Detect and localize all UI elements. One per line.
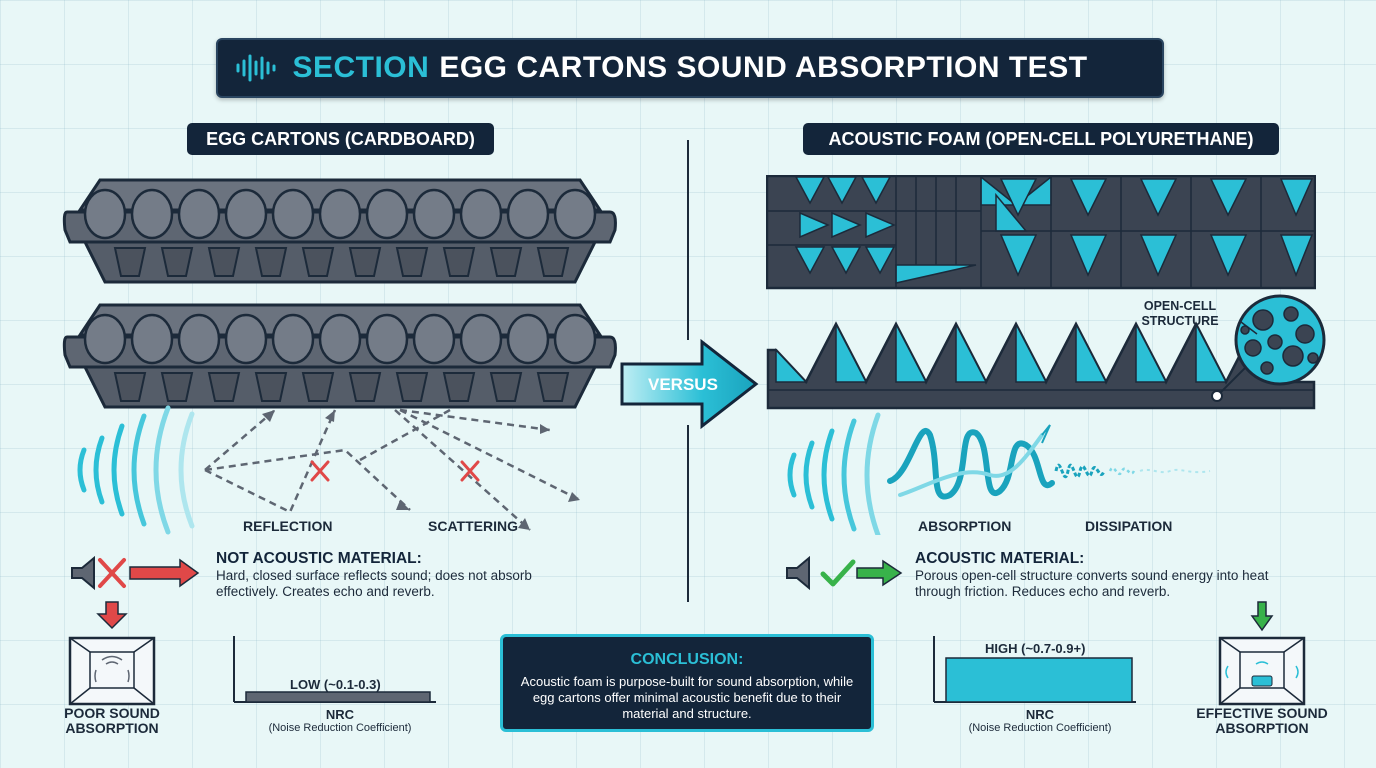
left-nrc-subtitle: (Noise Reduction Coefficient) — [268, 722, 412, 734]
title-banner: SECTION EGG CARTONS SOUND ABSORPTION TEST — [216, 38, 1164, 98]
effective-room-icon — [1218, 636, 1306, 706]
center-divider — [687, 140, 689, 602]
page-title: SECTION EGG CARTONS SOUND ABSORPTION TEST — [292, 51, 1087, 85]
open-cell-magnifier — [1211, 294, 1326, 402]
down-arrow-green — [1250, 601, 1274, 632]
foam-wedge-profile — [766, 321, 1316, 410]
left-nrc-chart — [233, 636, 436, 703]
open-cell-label: OPEN-CELL STRUCTURE — [1141, 299, 1219, 328]
scattering-label: SCATTERING — [428, 518, 518, 534]
foam-panel-top — [766, 175, 1316, 290]
right-verdict-text: Porous open-cell structure converts soun… — [915, 568, 1269, 599]
versus-arrow — [620, 338, 759, 430]
absorption-diagram — [787, 412, 1211, 535]
conclusion-title: CONCLUSION: — [630, 651, 744, 668]
right-header: ACOUSTIC FOAM (OPEN-CELL POLYURETHANE) — [803, 123, 1279, 155]
title-main: EGG CARTONS SOUND ABSORPTION TEST — [439, 51, 1088, 84]
absorption-label: ABSORPTION — [918, 518, 1012, 534]
left-nrc-title: NRC — [325, 707, 355, 722]
effective-absorption-label: EFFECTIVE SOUND ABSORPTION — [1196, 705, 1328, 736]
right-nrc-title: NRC — [1025, 707, 1055, 722]
conclusion-box: CONCLUSION: Acoustic foam is purpose-bui… — [500, 634, 874, 732]
right-nrc-bar — [945, 657, 1133, 703]
left-verdict-title: NOT ACOUSTIC MATERIAL: — [216, 550, 422, 567]
reflection-label: REFLECTION — [243, 518, 333, 534]
dissipation-label: DISSIPATION — [1085, 518, 1173, 534]
left-nrc-value: LOW (~0.1-0.3) — [290, 677, 381, 692]
speaker-approved-icon — [786, 556, 903, 591]
versus-label: VERSUS — [648, 375, 718, 394]
poor-room-icon — [68, 636, 156, 706]
right-nrc-subtitle: (Noise Reduction Coefficient) — [968, 722, 1112, 734]
left-verdict-text: Hard, closed surface reflects sound; doe… — [216, 568, 532, 599]
title-accent: SECTION — [292, 51, 430, 84]
right-nrc-chart — [933, 636, 1136, 703]
right-nrc-value: HIGH (~0.7-0.9+) — [985, 641, 1086, 656]
reflection-diagram — [77, 405, 581, 535]
sound-wave-icon — [236, 54, 276, 82]
left-header: EGG CARTONS (CARDBOARD) — [187, 123, 494, 155]
speaker-blocked-icon — [71, 556, 200, 630]
right-verdict-title: ACOUSTIC MATERIAL: — [915, 550, 1085, 567]
egg-cartons-illustration — [62, 178, 617, 409]
left-nrc-bar — [245, 691, 431, 703]
conclusion-text: Acoustic foam is purpose-built for sound… — [520, 674, 854, 721]
poor-absorption-label: POOR SOUND ABSORPTION — [64, 705, 160, 736]
